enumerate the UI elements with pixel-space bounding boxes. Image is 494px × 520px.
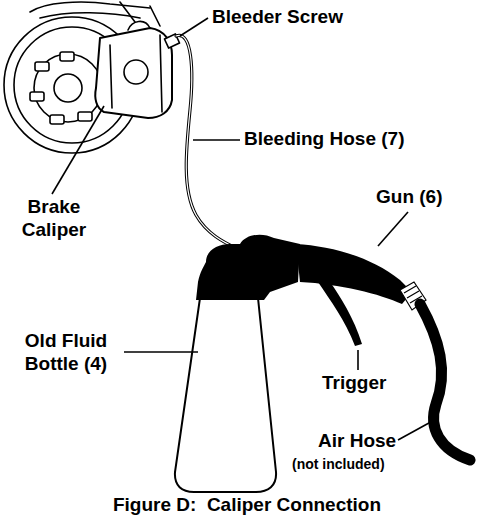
suspension-link [120,2,160,26]
wheel-studs [30,52,92,124]
suspension-arm [40,13,140,18]
gun-head [196,235,300,300]
hub-cap [54,74,82,102]
leader-line [124,351,198,353]
leader-line [193,139,240,141]
figure-caption: Figure D: Caliper Connection [113,494,381,517]
old-fluid-bottle [175,298,276,492]
leader-line [378,212,408,246]
part-label: Bleeder Screw [212,6,343,29]
part-label: Brake Caliper [4,196,104,242]
caliper-piston [124,60,148,84]
wheel-hub [34,54,102,122]
part-label: Trigger [322,372,386,395]
bleeding-hose-core [176,35,240,250]
part-label: Gun (6) [376,186,443,209]
air-hose [420,304,470,460]
leader-line [52,106,104,194]
trigger [318,282,362,346]
leader-line [398,418,438,440]
part-label: Air Hose [318,430,396,453]
brake-caliper [95,28,172,118]
leader-lines [52,18,438,440]
bleeding-hose [176,35,240,250]
caliper-bracket [128,21,150,30]
gun-handle [296,244,412,304]
caliper-edge [110,35,162,112]
suspension-arm [30,2,150,12]
part-label: Bleeding Hose (7) [244,128,404,151]
note-label: (not included) [292,456,385,473]
leader-line [180,18,208,36]
part-label: Old Fluid Bottle (4) [10,330,122,376]
leader-line [357,350,359,370]
